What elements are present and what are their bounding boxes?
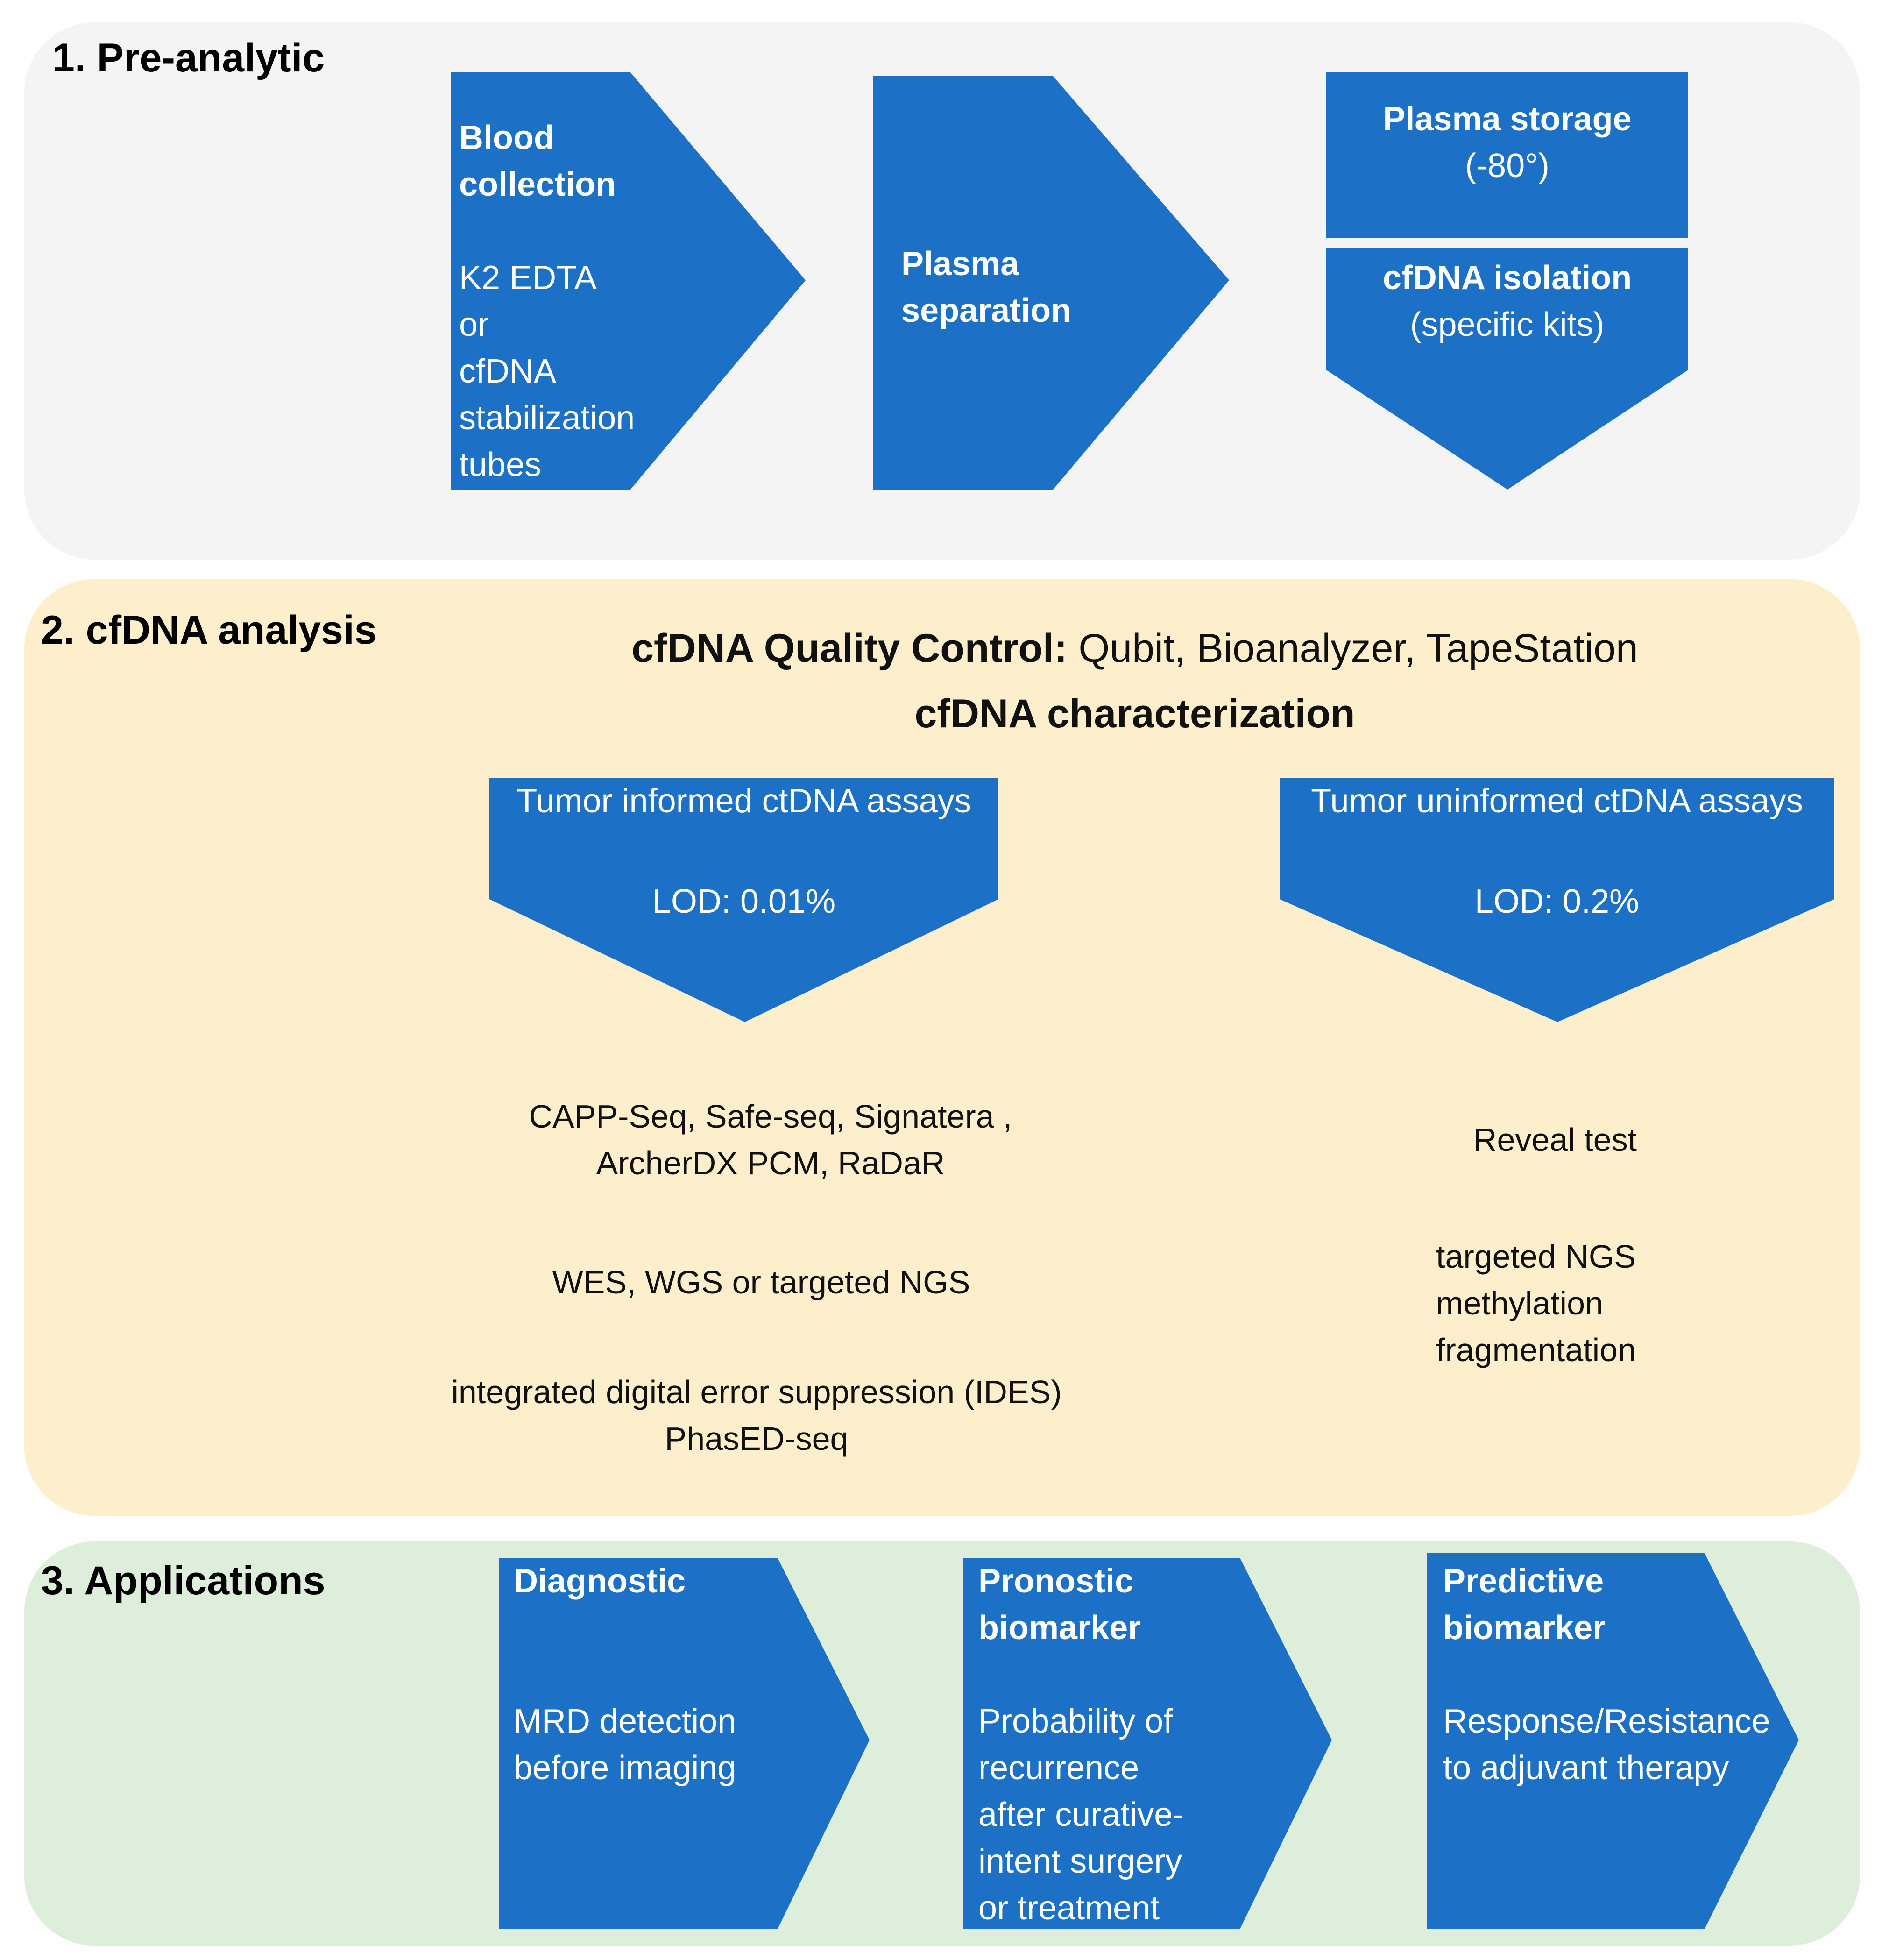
cfdna-isolation-title: cfDNA isolation xyxy=(1382,259,1632,297)
informed-methods: WES, WGS or targeted NGS xyxy=(552,1264,970,1300)
blood-tube-line: cfDNA xyxy=(459,353,557,390)
blood-tube-line: stabilization xyxy=(459,399,635,437)
tumor-uninformed-lod: LOD: 0.2% xyxy=(1474,883,1640,920)
prognostic-line: recurrence xyxy=(978,1749,1139,1787)
informed-assays-line1: CAPP-Seq, Safe-seq, Signatera , xyxy=(529,1098,1012,1135)
prognostic-line: Probability of xyxy=(978,1703,1173,1740)
uninformed-method: targeted NGS xyxy=(1436,1238,1636,1275)
plasma-separation-line2: separation xyxy=(901,292,1072,329)
applications-title: 3. Applications xyxy=(41,1558,325,1603)
blood-tube-line: or xyxy=(459,306,489,343)
plasma-separation-line1: Plasma xyxy=(901,245,1019,283)
plasma-storage-box xyxy=(1326,72,1688,238)
diagnostic-arrow xyxy=(499,1558,870,1929)
pre-analytic-title: 1. Pre-analytic xyxy=(52,36,325,80)
predictive-title-line2: biomarker xyxy=(1443,1609,1606,1647)
tumor-uninformed-chevron xyxy=(1280,778,1834,1022)
cfdna-analysis-section xyxy=(24,579,1860,1516)
diagnostic-line: before imaging xyxy=(514,1749,736,1787)
prognostic-line: after curative- xyxy=(978,1796,1184,1833)
predictive-title-line1: Predictive xyxy=(1443,1562,1604,1600)
cfdna-analysis-title: 2. cfDNA analysis xyxy=(41,608,377,653)
blood-tube-line: tubes xyxy=(459,446,542,483)
prognostic-arrow xyxy=(963,1558,1332,1929)
tumor-uninformed-title: Tumor uninformed ctDNA assays xyxy=(1311,782,1803,820)
characterization-title: cfDNA characterization xyxy=(914,691,1355,736)
plasma-separation-arrow xyxy=(873,76,1229,490)
uninformed-method: methylation xyxy=(1436,1285,1603,1321)
predictive-arrow xyxy=(1427,1553,1799,1929)
reveal-test: Reveal test xyxy=(1473,1122,1637,1158)
predictive-line: to adjuvant therapy xyxy=(1443,1749,1729,1787)
uninformed-method: fragmentation xyxy=(1436,1332,1636,1368)
plasma-storage-title: Plasma storage xyxy=(1383,100,1632,138)
informed-ides: integrated digital error suppression (ID… xyxy=(451,1374,1062,1410)
predictive-line: Response/Resistance xyxy=(1443,1703,1770,1740)
tumor-informed-title: Tumor informed ctDNA assays xyxy=(516,782,971,820)
informed-assays-line2: ArcherDX PCM, RaDaR xyxy=(596,1145,945,1181)
diagnostic-title: Diagnostic xyxy=(514,1562,686,1600)
informed-phased-seq: PhasED-seq xyxy=(665,1420,849,1457)
plasma-storage-temp: (-80°) xyxy=(1465,147,1549,185)
blood-collection-title-line1: Blood xyxy=(459,119,554,156)
diagnostic-line: MRD detection xyxy=(514,1703,736,1740)
blood-collection-title-line2: collection xyxy=(459,166,616,203)
cfdna-isolation-chevron xyxy=(1326,248,1688,490)
prognostic-title-line2: biomarker xyxy=(978,1609,1141,1647)
blood-tube-line: K2 EDTA xyxy=(459,259,597,297)
prognostic-line: intent surgery xyxy=(978,1843,1182,1880)
quality-control-line: cfDNA Quality Control: Qubit, Bioanalyze… xyxy=(551,625,1719,672)
prognostic-line: or treatment xyxy=(978,1889,1160,1927)
tumor-informed-lod: LOD: 0.01% xyxy=(652,883,836,920)
blood-collection-arrow xyxy=(451,72,806,490)
cfdna-isolation-kits: (specific kits) xyxy=(1410,306,1605,343)
quality-control-tools: Qubit, Bioanalyzer, TapeStation xyxy=(1067,626,1638,671)
tumor-informed-chevron xyxy=(489,778,998,1022)
prognostic-title-line1: Pronostic xyxy=(978,1562,1134,1600)
quality-control-label: cfDNA Quality Control: xyxy=(631,626,1068,671)
